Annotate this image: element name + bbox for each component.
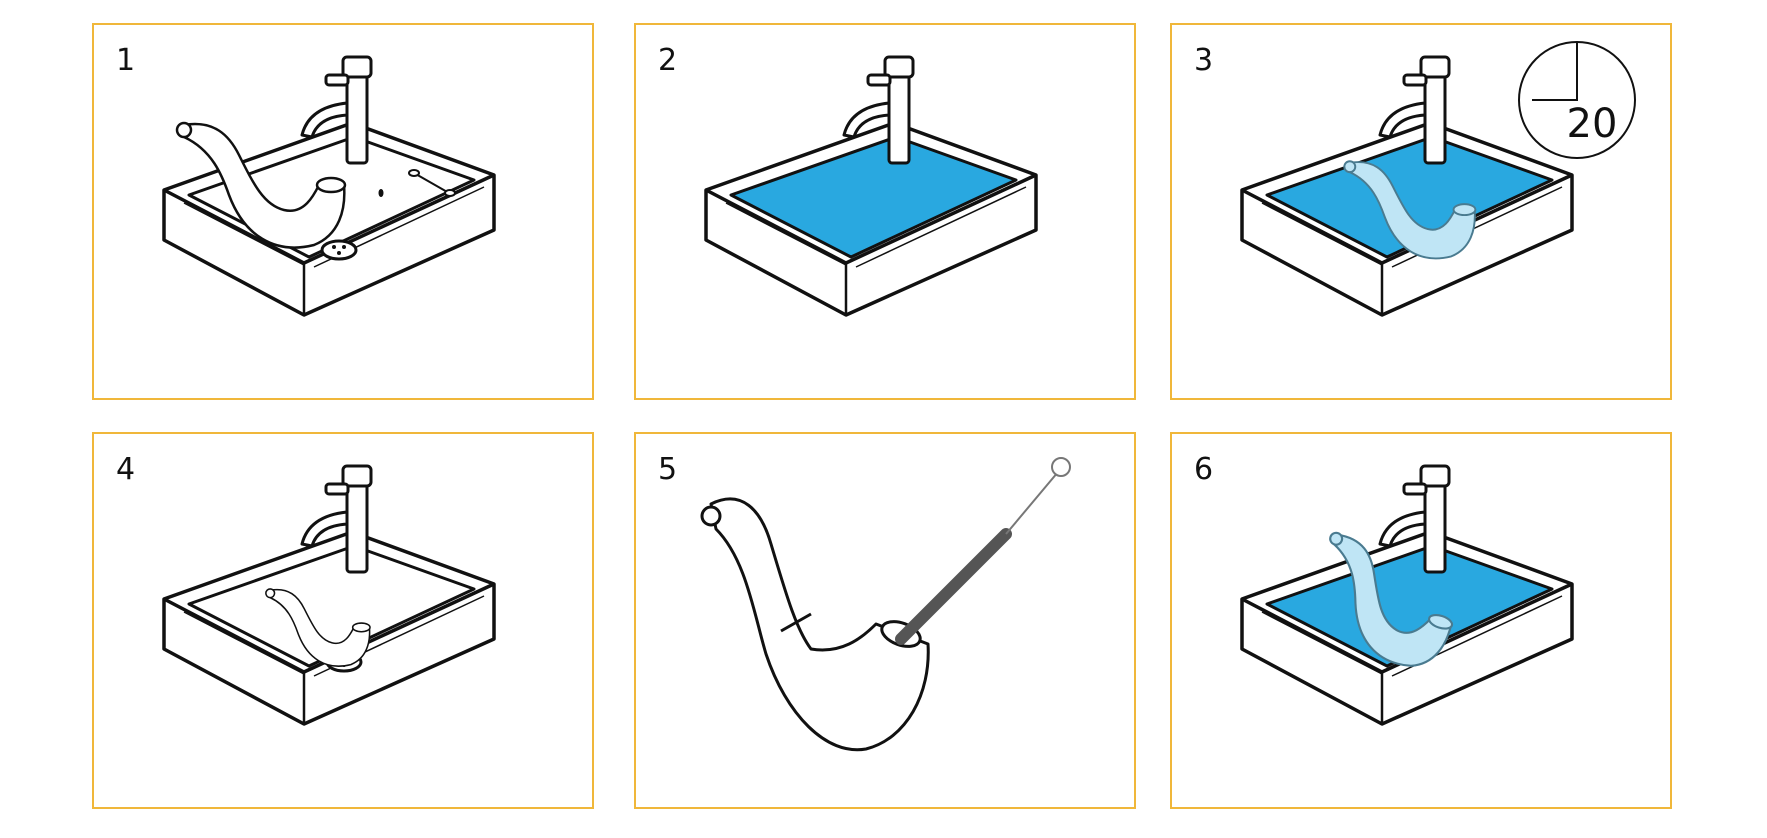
water-icon xyxy=(729,135,1018,259)
step-panel-6: 6 xyxy=(1170,432,1672,809)
step-panel-4: 4 xyxy=(92,432,594,809)
timer-label: 20 xyxy=(1567,101,1618,147)
step-panel-2: 2 xyxy=(634,23,1136,400)
step-panel-5: 5 xyxy=(634,432,1136,809)
step-panel-3: 3 20 xyxy=(1170,23,1672,400)
step-number: 1 xyxy=(116,43,136,78)
pipe-cleaner-brush-illustration xyxy=(700,457,1071,752)
step-number: 6 xyxy=(1194,452,1214,487)
water-icon xyxy=(1265,135,1554,259)
pipe-icon xyxy=(700,497,930,752)
pipe-in-drained-sink-illustration xyxy=(162,464,496,726)
pipe-cleaner-icon xyxy=(895,457,1071,645)
pipe-rinsed-in-water-illustration xyxy=(1240,464,1574,726)
step-panel-1: 1 xyxy=(92,23,594,400)
step-number: 4 xyxy=(116,452,136,487)
step-number: 5 xyxy=(658,452,678,487)
pipe-over-empty-sink-illustration xyxy=(162,55,496,317)
pipe-soaking-in-water-illustration: 20 xyxy=(1240,41,1636,317)
sink-filled-with-water-illustration xyxy=(704,55,1038,317)
step-number: 2 xyxy=(658,43,678,78)
water-icon xyxy=(1265,544,1554,668)
timer-icon: 20 xyxy=(1518,41,1636,159)
drain-icon xyxy=(320,239,358,261)
step-number: 3 xyxy=(1194,43,1214,78)
